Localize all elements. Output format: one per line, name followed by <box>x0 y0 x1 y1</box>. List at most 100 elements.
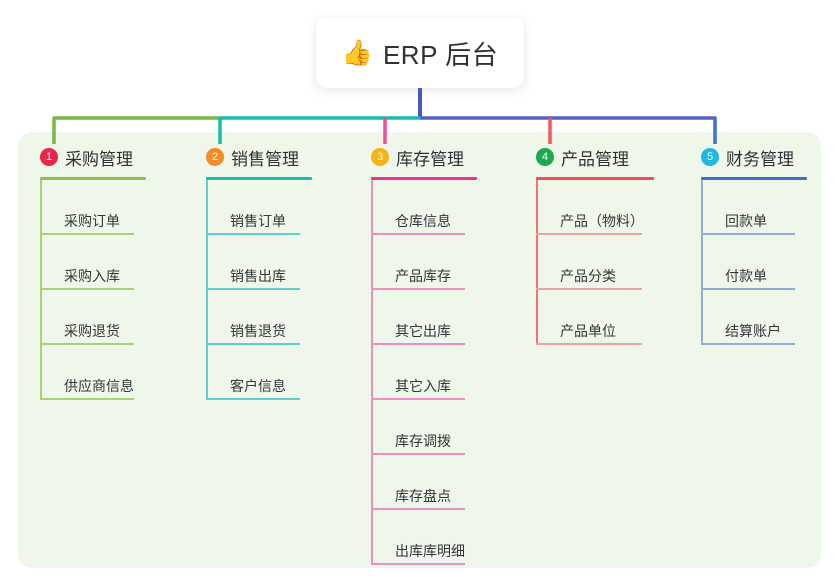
leaf-list-2: 销售订单销售出库销售退货客户信息 <box>206 180 312 400</box>
leaf-spine-1 <box>40 180 42 400</box>
leaf-item[interactable]: 付款单 <box>701 235 807 290</box>
leaf-item-label: 产品单位 <box>560 323 616 339</box>
leaf-item-label: 供应商信息 <box>64 378 134 394</box>
column-header-3[interactable]: 3 库存管理 <box>371 144 477 170</box>
leaf-item[interactable]: 出库库明细 <box>371 510 477 565</box>
leaf-list-1: 采购订单采购入库采购退货供应商信息 <box>40 180 146 400</box>
leaf-spine-3 <box>371 180 373 565</box>
leaf-item-label: 产品（物料） <box>560 213 644 229</box>
leaf-item[interactable]: 仓库信息 <box>371 180 477 235</box>
leaf-item[interactable]: 采购入库 <box>40 235 146 290</box>
root-node[interactable]: 👍 ERP 后台 <box>316 18 524 88</box>
leaf-item-label: 客户信息 <box>230 378 286 394</box>
leaf-spine-4 <box>536 180 538 345</box>
leaf-item-label: 库存盘点 <box>395 488 451 504</box>
column-badge-1: 1 <box>40 148 58 166</box>
column-title-3: 库存管理 <box>396 149 464 169</box>
column-4: 4 产品管理产品（物料） 产品分类产品单位 <box>536 144 654 345</box>
root-node-title: ERP 后台 <box>382 39 499 70</box>
leaf-item-rule <box>206 398 300 400</box>
leaf-item-label: 产品库存 <box>395 268 451 284</box>
leaf-item-rule <box>536 288 642 290</box>
leaf-item-rule <box>536 233 642 235</box>
leaf-item[interactable]: 销售出库 <box>206 235 312 290</box>
leaf-item-label: 采购入库 <box>64 268 120 284</box>
leaf-item-label: 销售订单 <box>230 213 286 229</box>
column-header-1[interactable]: 1 采购管理 <box>40 144 146 170</box>
leaf-item-rule <box>701 288 795 290</box>
column-header-5[interactable]: 5 财务管理 <box>701 144 807 170</box>
leaf-item-rule <box>206 288 300 290</box>
leaf-item-label: 产品分类 <box>560 268 616 284</box>
leaf-item-rule <box>536 343 642 345</box>
column-rule-4 <box>536 177 654 180</box>
column-title-4: 产品管理 <box>561 149 629 169</box>
leaf-item[interactable]: 销售退货 <box>206 290 312 345</box>
leaf-item[interactable]: 客户信息 <box>206 345 312 400</box>
column-header-4[interactable]: 4 产品管理 <box>536 144 654 170</box>
leaf-item-label: 采购订单 <box>64 213 120 229</box>
leaf-item[interactable]: 库存调拨 <box>371 400 477 455</box>
leaf-item-rule <box>371 453 465 455</box>
leaf-item[interactable]: 产品（物料） <box>536 180 654 235</box>
leaf-item-label: 出库库明细 <box>395 543 465 559</box>
leaf-item[interactable]: 销售订单 <box>206 180 312 235</box>
leaf-item-label: 仓库信息 <box>395 213 451 229</box>
leaf-item-rule <box>40 288 134 290</box>
column-rule-1 <box>40 177 146 180</box>
leaf-spine-5 <box>701 180 703 345</box>
leaf-item-label: 库存调拨 <box>395 433 451 449</box>
leaf-item-label: 付款单 <box>725 268 767 284</box>
leaf-item-rule <box>371 288 465 290</box>
column-rule-5 <box>701 177 807 180</box>
column-rule-2 <box>206 177 312 180</box>
column-2: 2 销售管理销售订单销售出库销售退货客户信息 <box>206 144 312 400</box>
leaf-item-label: 采购退货 <box>64 323 120 339</box>
leaf-item-rule <box>371 233 465 235</box>
leaf-item[interactable]: 其它出库 <box>371 290 477 345</box>
column-5: 5 财务管理回款单付款单结算账户 <box>701 144 807 345</box>
leaf-item[interactable]: 产品单位 <box>536 290 654 345</box>
leaf-item[interactable]: 回款单 <box>701 180 807 235</box>
leaf-item-rule <box>40 398 134 400</box>
column-title-5: 财务管理 <box>726 149 794 169</box>
leaf-item-label: 销售退货 <box>230 323 286 339</box>
leaf-item-rule <box>371 398 465 400</box>
column-rule-3 <box>371 177 477 180</box>
column-badge-5: 5 <box>701 148 719 166</box>
leaf-item[interactable]: 其它入库 <box>371 345 477 400</box>
leaf-item-rule <box>206 343 300 345</box>
leaf-item-rule <box>701 233 795 235</box>
leaf-item-label: 其它入库 <box>395 378 451 394</box>
leaf-item-rule <box>40 233 134 235</box>
leaf-item-rule <box>40 343 134 345</box>
column-badge-3: 3 <box>371 148 389 166</box>
leaf-item[interactable]: 结算账户 <box>701 290 807 345</box>
leaf-item[interactable]: 产品库存 <box>371 235 477 290</box>
leaf-item-rule <box>206 233 300 235</box>
leaf-item-label: 其它出库 <box>395 323 451 339</box>
leaf-item[interactable]: 产品分类 <box>536 235 654 290</box>
leaf-item-rule <box>371 563 465 565</box>
leaf-item-label: 回款单 <box>725 213 767 229</box>
leaf-item-rule <box>701 343 795 345</box>
column-header-2[interactable]: 2 销售管理 <box>206 144 312 170</box>
leaf-list-4: 产品（物料） 产品分类产品单位 <box>536 180 654 345</box>
leaf-item-label: 结算账户 <box>725 323 781 339</box>
leaf-list-3: 仓库信息产品库存其它出库其它入库库存调拨库存盘点出库库明细 <box>371 180 477 565</box>
leaf-item[interactable]: 库存盘点 <box>371 455 477 510</box>
column-badge-4: 4 <box>536 148 554 166</box>
leaf-item-rule <box>371 508 465 510</box>
column-title-2: 销售管理 <box>231 149 299 169</box>
leaf-list-5: 回款单付款单结算账户 <box>701 180 807 345</box>
leaf-item-label: 销售出库 <box>230 268 286 284</box>
leaf-item[interactable]: 采购订单 <box>40 180 146 235</box>
diagram-panel <box>18 132 821 568</box>
leaf-spine-2 <box>206 180 208 400</box>
leaf-item[interactable]: 供应商信息 <box>40 345 146 400</box>
column-title-1: 采购管理 <box>65 149 133 169</box>
column-badge-2: 2 <box>206 148 224 166</box>
leaf-item[interactable]: 采购退货 <box>40 290 146 345</box>
column-3: 3 库存管理仓库信息产品库存其它出库其它入库库存调拨库存盘点出库库明细 <box>371 144 477 565</box>
